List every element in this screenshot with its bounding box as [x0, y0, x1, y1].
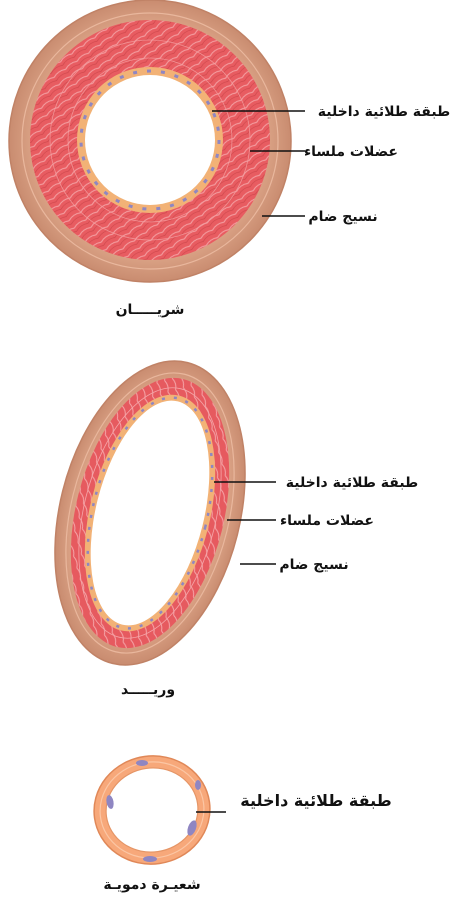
capillary-nucleus: [143, 856, 157, 862]
capillary-nucleus: [136, 760, 148, 766]
vein-group: طبقة طلائية داخلية عضلات ملساء نسيج ضام …: [25, 341, 418, 698]
vein-endothelium-label: طبقة طلائية داخلية: [286, 475, 419, 491]
artery-endothelium-label: طبقة طلائية داخلية: [318, 104, 451, 120]
capillary-caption: شعيـرة دمويـة: [103, 877, 200, 893]
artery-group: طبقة طلائية داخلية عضلات ملساء نسيج ضام …: [9, 0, 450, 318]
capillary-endothelium-label: طبقة طلائية داخلية: [240, 791, 391, 810]
capillary-group: طبقة طلائية داخلية شعيـرة دمويـة: [87, 748, 392, 893]
artery-lumen: [85, 75, 215, 205]
artery-connective-label: نسيج ضام: [308, 209, 377, 225]
artery-muscle-label: عضلات ملساء: [304, 144, 398, 160]
artery-caption: شريـــــان: [116, 302, 185, 318]
vein-caption: وريـــــد: [121, 682, 175, 698]
vein-connective-label: نسيج ضام: [279, 557, 348, 573]
capillary-nucleus: [195, 780, 201, 790]
vein-muscle-label: عضلات ملساء: [280, 513, 374, 529]
